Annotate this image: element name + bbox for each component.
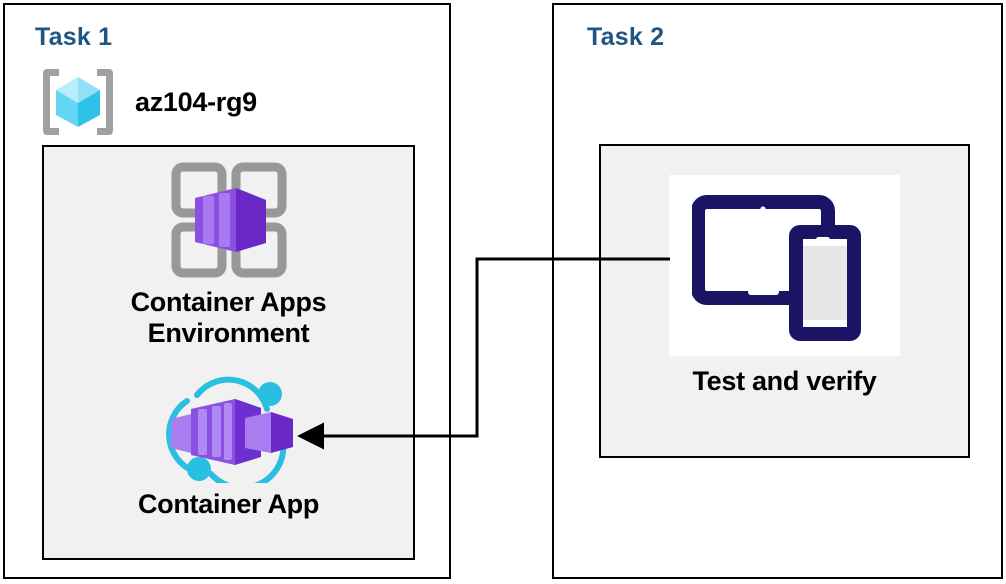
container-apps-environment-label: Container Apps Environment xyxy=(130,287,327,348)
test-and-verify-block: Test and verify xyxy=(601,175,968,397)
container-app-label: Container App xyxy=(137,489,320,519)
task-2-title: Task 2 xyxy=(587,23,665,51)
task-2-inner-container: Test and verify xyxy=(599,144,970,458)
container-apps-environment-block: Container Apps Environment xyxy=(44,155,413,348)
task-1-inner-container: Container Apps Environment xyxy=(42,145,415,560)
task-1-panel: Task 1 az104-rg9 xyxy=(3,3,451,579)
resource-group-row: az104-rg9 xyxy=(39,63,257,141)
resource-group-label: az104-rg9 xyxy=(135,86,257,117)
container-apps-environment-icon xyxy=(171,162,286,278)
test-and-verify-label: Test and verify xyxy=(692,366,877,396)
test-and-verify-icon-plate xyxy=(669,175,900,356)
resource-group-icon xyxy=(43,69,113,135)
container-app-block: Container App xyxy=(44,375,413,520)
container-app-icon xyxy=(165,376,293,483)
task-2-panel: Task 2 xyxy=(552,3,1003,579)
task-1-title: Task 1 xyxy=(35,23,113,51)
devices-tablet-phone-icon xyxy=(691,194,861,341)
